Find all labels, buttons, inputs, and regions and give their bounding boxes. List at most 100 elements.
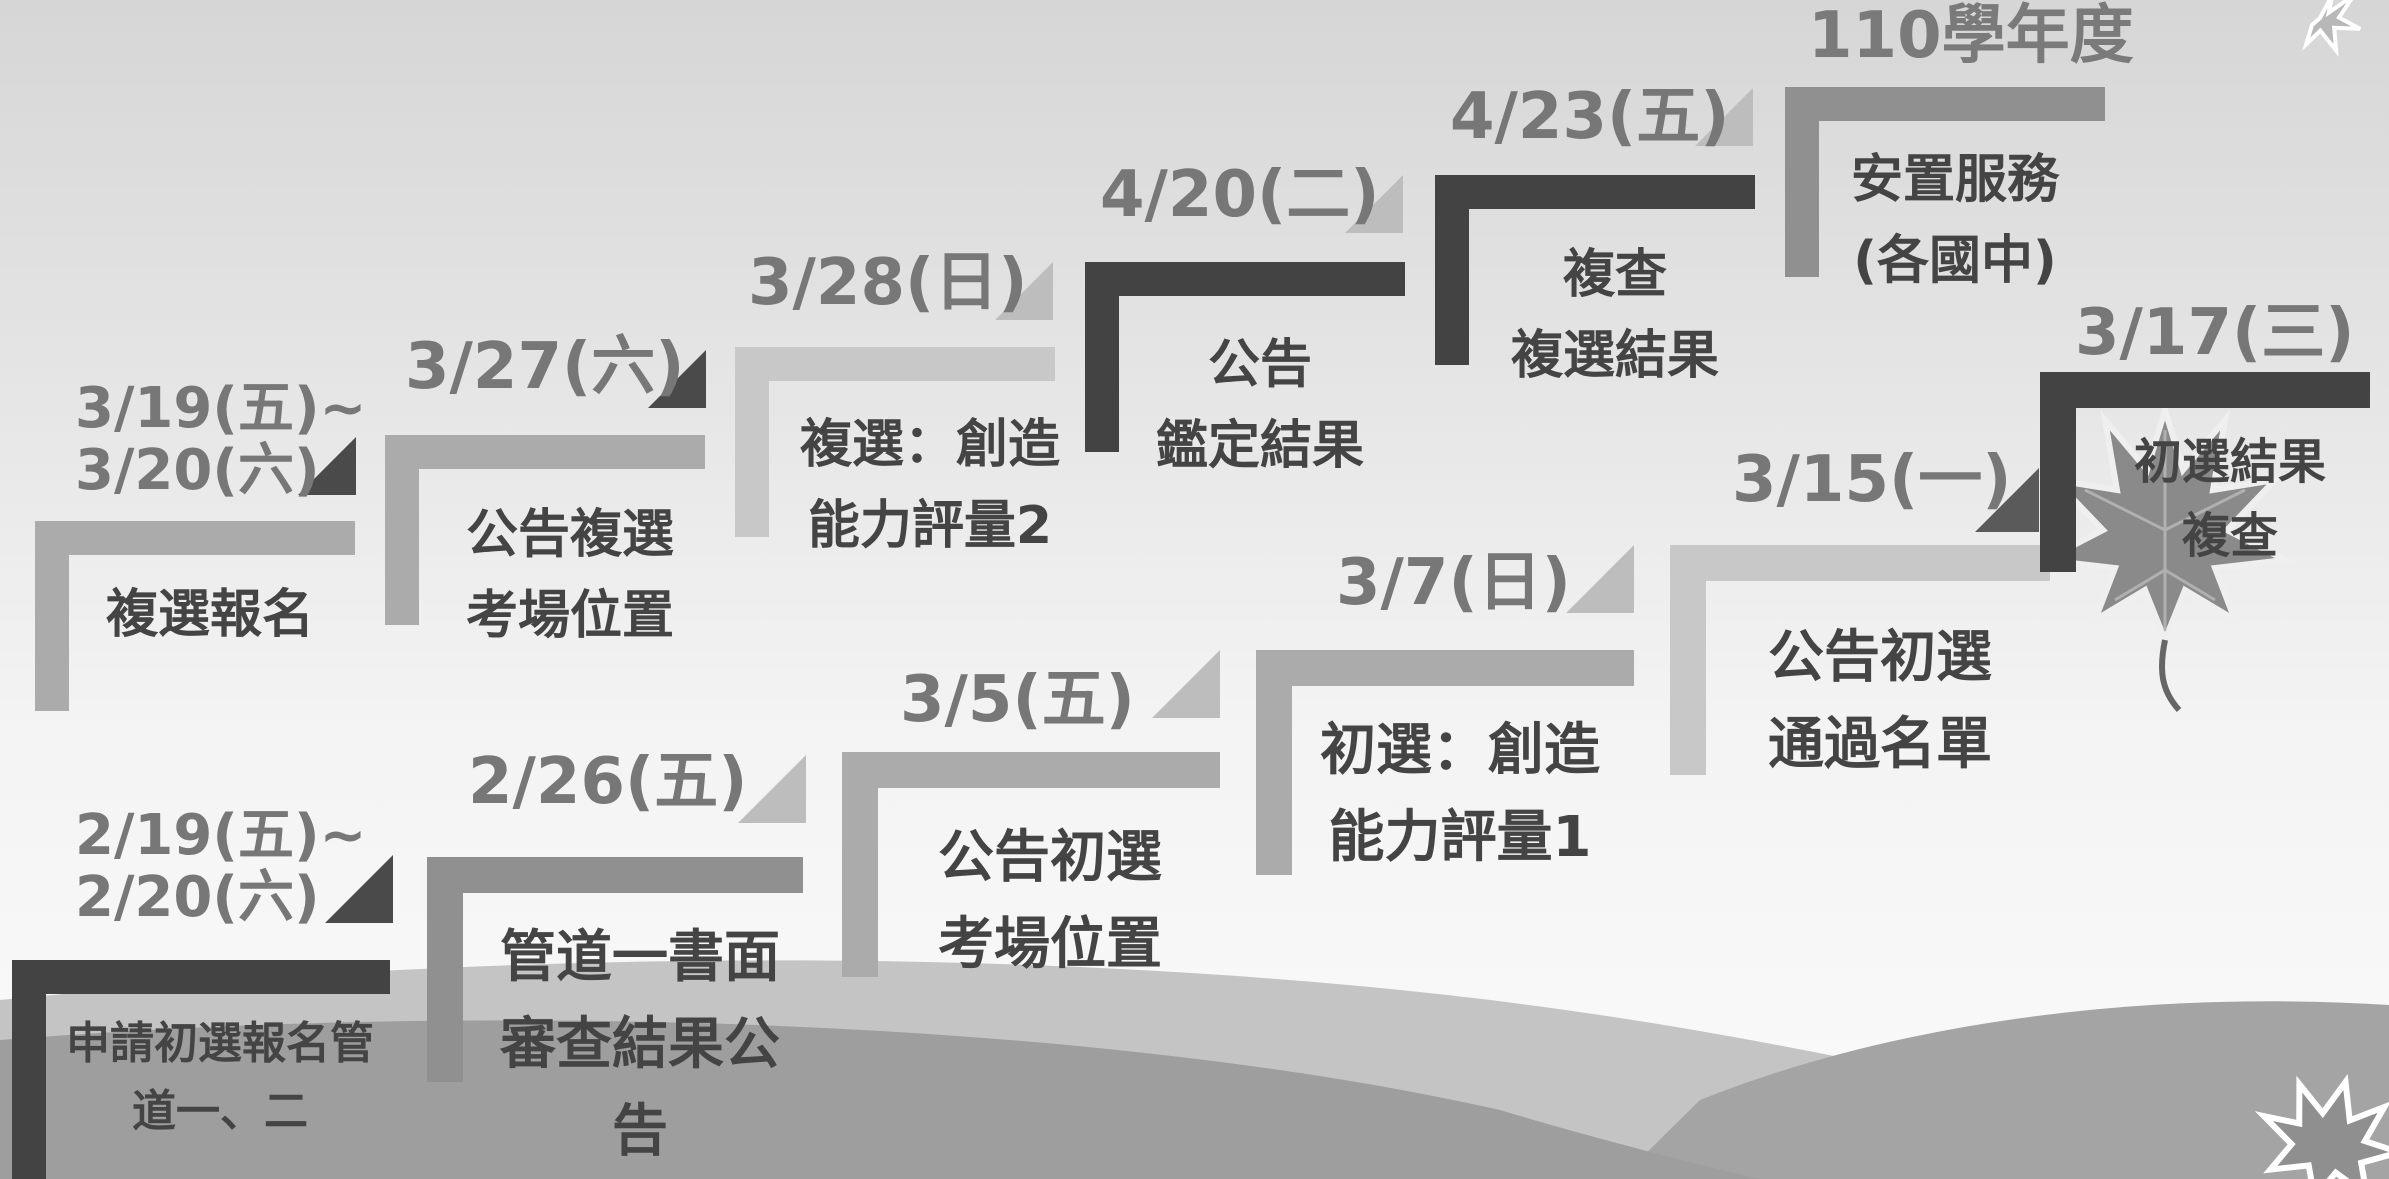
title-academic-year: 110學年度 — [1808, 0, 2134, 73]
step-triangle-9 — [995, 262, 1053, 320]
step-date-line: 3/19(五)~ — [75, 376, 367, 441]
step-label-11: 複查複選結果 — [1450, 235, 1780, 396]
step-label-6: 初選結果複查 — [2080, 425, 2380, 574]
step-bracket-top-7 — [35, 521, 355, 555]
step-label-line: 公告 — [1207, 335, 1312, 395]
step-date-line: 3/28(日) — [748, 246, 1028, 320]
step-bracket-side-8 — [385, 435, 419, 625]
step-triangle-8 — [648, 350, 706, 408]
step-label-line: 考場位置 — [465, 585, 674, 646]
step-date-9: 3/28(日) — [748, 246, 1028, 320]
step-date-8: 3/27(六) — [405, 330, 685, 404]
step-date-line: 3/20(六) — [75, 437, 320, 503]
step-label-1: 申請初選報名管道一、二 — [60, 1010, 380, 1146]
maple-leaf-icon-center — [2034, 399, 2296, 713]
step-label-line: 考場位置 — [938, 911, 1162, 977]
step-date-line: 4/23(五) — [1450, 80, 1730, 154]
step-label-4: 初選：創造能力評量1 — [1260, 708, 1660, 882]
step-date-line: 2/26(五) — [468, 745, 748, 819]
step-date-3: 3/5(五) — [900, 663, 1135, 737]
step-label-line: 公告初選 — [938, 825, 1162, 890]
step-date-line: 3/17(三) — [2075, 296, 2355, 370]
step-label-8: 公告複選考場位置 — [420, 495, 720, 656]
step-date-line: 3/5(五) — [900, 663, 1135, 737]
step-label-2: 管道一書面審查結果公告 — [440, 915, 840, 1175]
step-bracket-side-10 — [1085, 262, 1119, 452]
step-label-10: 公告鑑定結果 — [1100, 325, 1420, 486]
step-bracket-top-11 — [1435, 175, 1755, 209]
step-brackets — [12, 87, 2370, 1179]
maple-leaf-icon-bottom-right — [2254, 1074, 2389, 1179]
step-label-line: 初選：創造 — [1320, 718, 1600, 783]
step-date-1: 2/19(五)~2/20(六) — [75, 805, 366, 928]
step-date-line: 3/7(日) — [1336, 546, 1571, 620]
step-label-line: 公告複選 — [465, 505, 674, 565]
step-bracket-top-9 — [735, 347, 1055, 381]
step-date-5: 3/15(一) — [1732, 443, 2012, 517]
step-label-3: 公告初選考場位置 — [880, 815, 1220, 989]
step-label-line: (各國中) — [1853, 230, 2057, 291]
step-bracket-side-1 — [12, 960, 46, 1179]
step-date-line: 3/27(六) — [405, 330, 685, 404]
step-label-line: 安置服務 — [1850, 150, 2059, 210]
step-bracket-side-5 — [1670, 545, 1706, 775]
step-date-2: 2/26(五) — [468, 745, 748, 819]
step-label-line: 申請初選報名管 — [66, 1018, 374, 1069]
step-triangle-2 — [738, 755, 806, 823]
step-triangle-11 — [1695, 88, 1753, 146]
step-bracket-side-11 — [1435, 175, 1469, 365]
step-label-9: 複選：創造能力評量2 — [760, 405, 1100, 566]
step-date-line: 4/20(二) — [1100, 158, 1380, 232]
step-bracket-top-8 — [385, 435, 705, 469]
step-bracket-top-12 — [1785, 87, 2105, 121]
step-bracket-side-9 — [735, 347, 769, 537]
step-date-line: 2/20(六) — [75, 864, 320, 930]
step-triangle-7 — [298, 437, 356, 495]
right-hill — [1620, 1001, 2389, 1179]
step-bracket-side-7 — [35, 521, 69, 711]
step-date-line: 3/15(一) — [1732, 443, 2012, 517]
step-bracket-side-4 — [1256, 650, 1292, 875]
step-label-line: 複選：創造 — [799, 415, 1060, 475]
step-bracket-top-1 — [12, 960, 390, 994]
step-label-line: 道一、二 — [132, 1086, 308, 1138]
step-label-line: 公告初選 — [1768, 625, 1992, 690]
step-label-5: 公告初選通過名單 — [1700, 615, 2060, 789]
step-bracket-top-3 — [842, 752, 1220, 788]
step-date-4: 3/7(日) — [1336, 546, 1571, 620]
step-date-7: 3/19(五)~3/20(六) — [75, 378, 366, 501]
step-bracket-top-10 — [1085, 262, 1405, 296]
step-label-line: 初選結果 — [2133, 434, 2326, 490]
step-bracket-side-6 — [2040, 372, 2076, 572]
step-date-6: 3/17(三) — [2075, 296, 2355, 370]
step-date-10: 4/20(二) — [1100, 158, 1380, 232]
step-triangle-3 — [1152, 650, 1220, 718]
step-bracket-top-5 — [1670, 545, 2050, 581]
step-date-line: 2/19(五)~ — [75, 803, 367, 868]
step-bracket-side-2 — [427, 857, 463, 1082]
step-label-7: 複選報名 — [70, 575, 350, 656]
step-bracket-side-12 — [1785, 87, 1819, 277]
step-bracket-top-2 — [427, 857, 803, 893]
step-label-line: 能力評量1 — [1328, 804, 1592, 870]
step-label-line: 審查結果公 — [500, 1011, 780, 1077]
step-label-line: 複查 — [2181, 508, 2278, 565]
step-triangle-4 — [1566, 545, 1634, 613]
step-triangle-5 — [1975, 468, 2039, 532]
step-label-line: 鑑定結果 — [1155, 415, 1364, 476]
step-label-line: 通過名單 — [1768, 711, 1992, 777]
step-bracket-top-6 — [2040, 372, 2370, 408]
step-label-line: 複選報名 — [105, 585, 314, 645]
step-date-11: 4/23(五) — [1450, 80, 1730, 154]
maple-leaf-icon-top-right — [2302, 0, 2362, 57]
step-label-line: 複選結果 — [1510, 325, 1719, 386]
step-label-line: 管道一書面 — [500, 925, 780, 990]
step-label-line: 告 — [612, 1098, 668, 1164]
step-triangle-1 — [325, 855, 393, 923]
step-triangle-10 — [1345, 175, 1403, 233]
step-label-line: 複查 — [1562, 245, 1667, 305]
step-bracket-side-3 — [842, 752, 878, 977]
step-bracket-top-4 — [1256, 650, 1634, 686]
